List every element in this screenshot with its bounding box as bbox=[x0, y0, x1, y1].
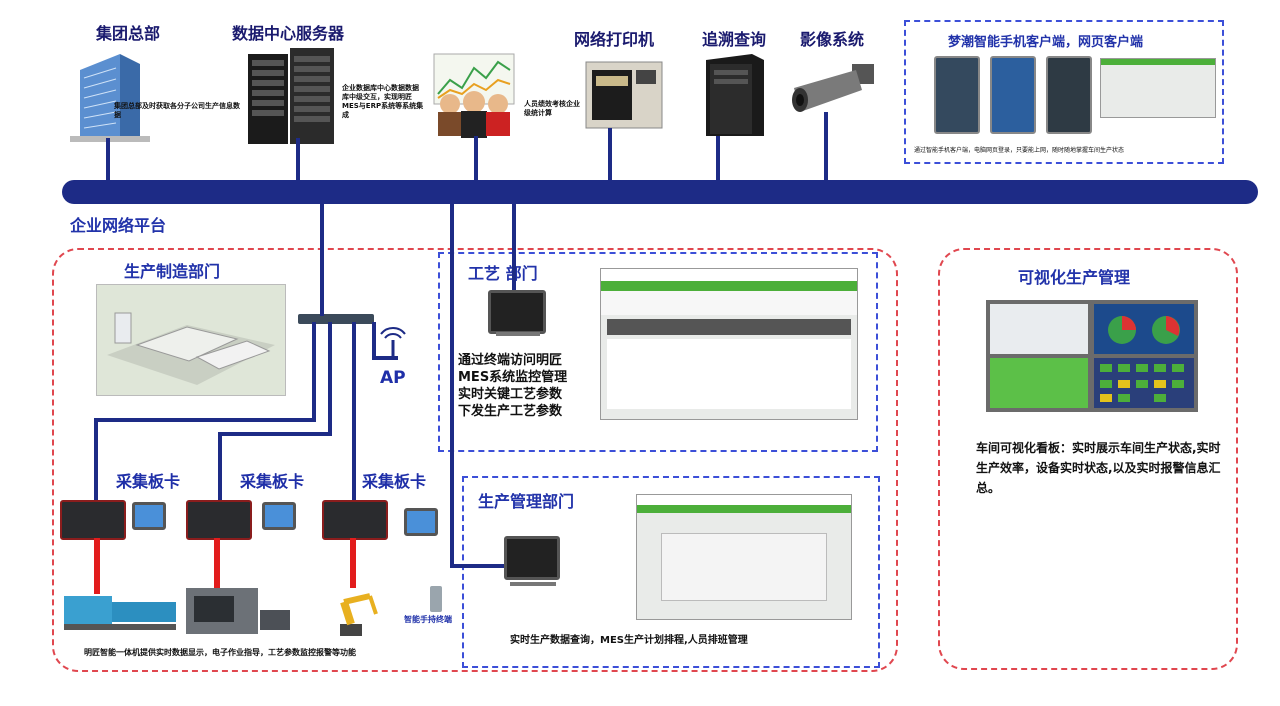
server-rack-icon bbox=[246, 46, 338, 146]
connector bbox=[450, 204, 454, 568]
production-footer: 明匠智能一体机提供实时数据显示，电子作业指导，工艺参数监控报警等功能 bbox=[84, 648, 356, 657]
process-desc: 通过终端访问明匠 MES系统监控管理 实时关键工艺参数 下发生产工艺参数 bbox=[458, 352, 567, 420]
desktop-monitor-icon bbox=[504, 536, 560, 580]
people-caption: 人员绩效考核企业级统计算 bbox=[524, 100, 580, 117]
process-desc-line: 实时关键工艺参数 bbox=[458, 387, 563, 402]
network-switch-icon bbox=[298, 314, 374, 324]
cnc-lathe-icon bbox=[182, 584, 294, 638]
injection-machine-icon bbox=[62, 590, 180, 632]
connector bbox=[312, 322, 316, 422]
acquisition-card-1 bbox=[60, 500, 126, 540]
production-title: 生产制造部门 bbox=[124, 262, 221, 281]
factory-image bbox=[96, 284, 286, 396]
people-chart-icon bbox=[428, 50, 520, 138]
robot-arm-icon bbox=[318, 586, 384, 638]
dashboard-panel bbox=[1094, 358, 1194, 408]
signal-line bbox=[350, 538, 356, 588]
connector bbox=[352, 322, 356, 502]
camera-icon bbox=[790, 60, 882, 118]
connector bbox=[372, 322, 376, 358]
ap-label: AP bbox=[380, 368, 406, 388]
management-dept-box bbox=[462, 476, 880, 668]
visual-title: 可视化生产管理 bbox=[1018, 268, 1131, 287]
connector bbox=[94, 418, 98, 502]
monitor-icon bbox=[132, 502, 166, 530]
connector bbox=[716, 136, 720, 182]
tower-pc-icon bbox=[702, 52, 768, 138]
management-footer: 实时生产数据查询，MES生产计划排程,人员排班管理 bbox=[510, 635, 748, 646]
handheld-label: 智能手持终端 bbox=[404, 615, 452, 624]
printer-icon bbox=[584, 52, 664, 132]
mobile-client-box bbox=[904, 20, 1224, 164]
video-label: 影像系统 bbox=[800, 30, 865, 49]
wifi-antenna-icon bbox=[376, 326, 410, 360]
process-desc-line: 下发生产工艺参数 bbox=[458, 404, 563, 419]
printer-label: 网络打印机 bbox=[574, 30, 655, 49]
datacenter-caption: 企业数据库中心数据数据库中级交互，实现明匠MES与ERP系统等系统集成 bbox=[342, 84, 424, 119]
phone-screen-1 bbox=[934, 56, 980, 134]
signal-line bbox=[94, 538, 100, 594]
keyboard-icon bbox=[510, 582, 556, 586]
datacenter-label: 数据中心服务器 bbox=[232, 24, 345, 43]
production-dept-box bbox=[52, 248, 898, 672]
connector bbox=[296, 138, 300, 182]
mes-screenshot bbox=[600, 268, 858, 420]
mes-plan-screenshot bbox=[636, 494, 852, 620]
phone-screen-3 bbox=[1046, 56, 1092, 134]
handheld-terminal-icon bbox=[430, 586, 442, 612]
acquisition-card-3 bbox=[322, 500, 388, 540]
connector bbox=[320, 204, 324, 316]
mobile-label: 梦潮智能手机客户端，网页客户端 bbox=[948, 35, 1144, 50]
mobile-caption: 通过智能手机客户端，电脑网页登录，只要能上网，随时随地掌握车间生产状态 bbox=[914, 147, 1125, 154]
trace-label: 追溯查询 bbox=[702, 30, 767, 49]
enterprise-network-bus bbox=[62, 180, 1258, 204]
acquisition-card-2 bbox=[186, 500, 252, 540]
process-dept-box bbox=[438, 252, 878, 452]
keyboard-icon bbox=[496, 332, 540, 336]
dashboard-panel bbox=[990, 358, 1088, 408]
monitor-icon bbox=[404, 508, 438, 536]
process-title: 工艺 部门 bbox=[468, 264, 538, 283]
hq-caption: 集团总部及时获取各分子公司生产信息数据 bbox=[114, 102, 240, 119]
connector bbox=[106, 138, 110, 182]
connector bbox=[218, 432, 332, 436]
connector bbox=[474, 136, 478, 182]
hq-label: 集团总部 bbox=[96, 24, 161, 43]
connector bbox=[328, 322, 332, 436]
bus-label: 企业网络平台 bbox=[70, 216, 167, 235]
process-desc-line: MES系统监控管理 bbox=[458, 370, 568, 385]
visual-desc: 车间可视化看板：实时展示车间生产状态,实时生产效率，设备实时状态,以及实时报警信… bbox=[976, 441, 1221, 495]
desktop-monitor-icon bbox=[488, 290, 546, 334]
board-label-1: 采集板卡 bbox=[116, 472, 181, 491]
dashboard-panel bbox=[990, 304, 1088, 354]
process-desc-line: 通过终端访问明匠 bbox=[458, 353, 563, 368]
management-title: 生产管理部门 bbox=[478, 492, 575, 511]
dashboard-panel bbox=[1094, 304, 1194, 354]
connector bbox=[94, 418, 316, 422]
office-building-icon bbox=[70, 48, 150, 146]
monitor-icon bbox=[262, 502, 296, 530]
signal-line bbox=[214, 538, 220, 594]
dashboard-wall bbox=[986, 300, 1198, 412]
connector bbox=[372, 356, 398, 360]
connector bbox=[218, 432, 222, 502]
board-label-3: 采集板卡 bbox=[362, 472, 427, 491]
phone-screen-2 bbox=[990, 56, 1036, 134]
connector bbox=[512, 204, 516, 290]
visual-mgmt-box bbox=[938, 248, 1238, 670]
connector bbox=[608, 128, 612, 182]
connector bbox=[450, 564, 504, 568]
connector bbox=[824, 112, 828, 182]
board-label-2: 采集板卡 bbox=[240, 472, 305, 491]
web-client-screen bbox=[1100, 58, 1216, 118]
